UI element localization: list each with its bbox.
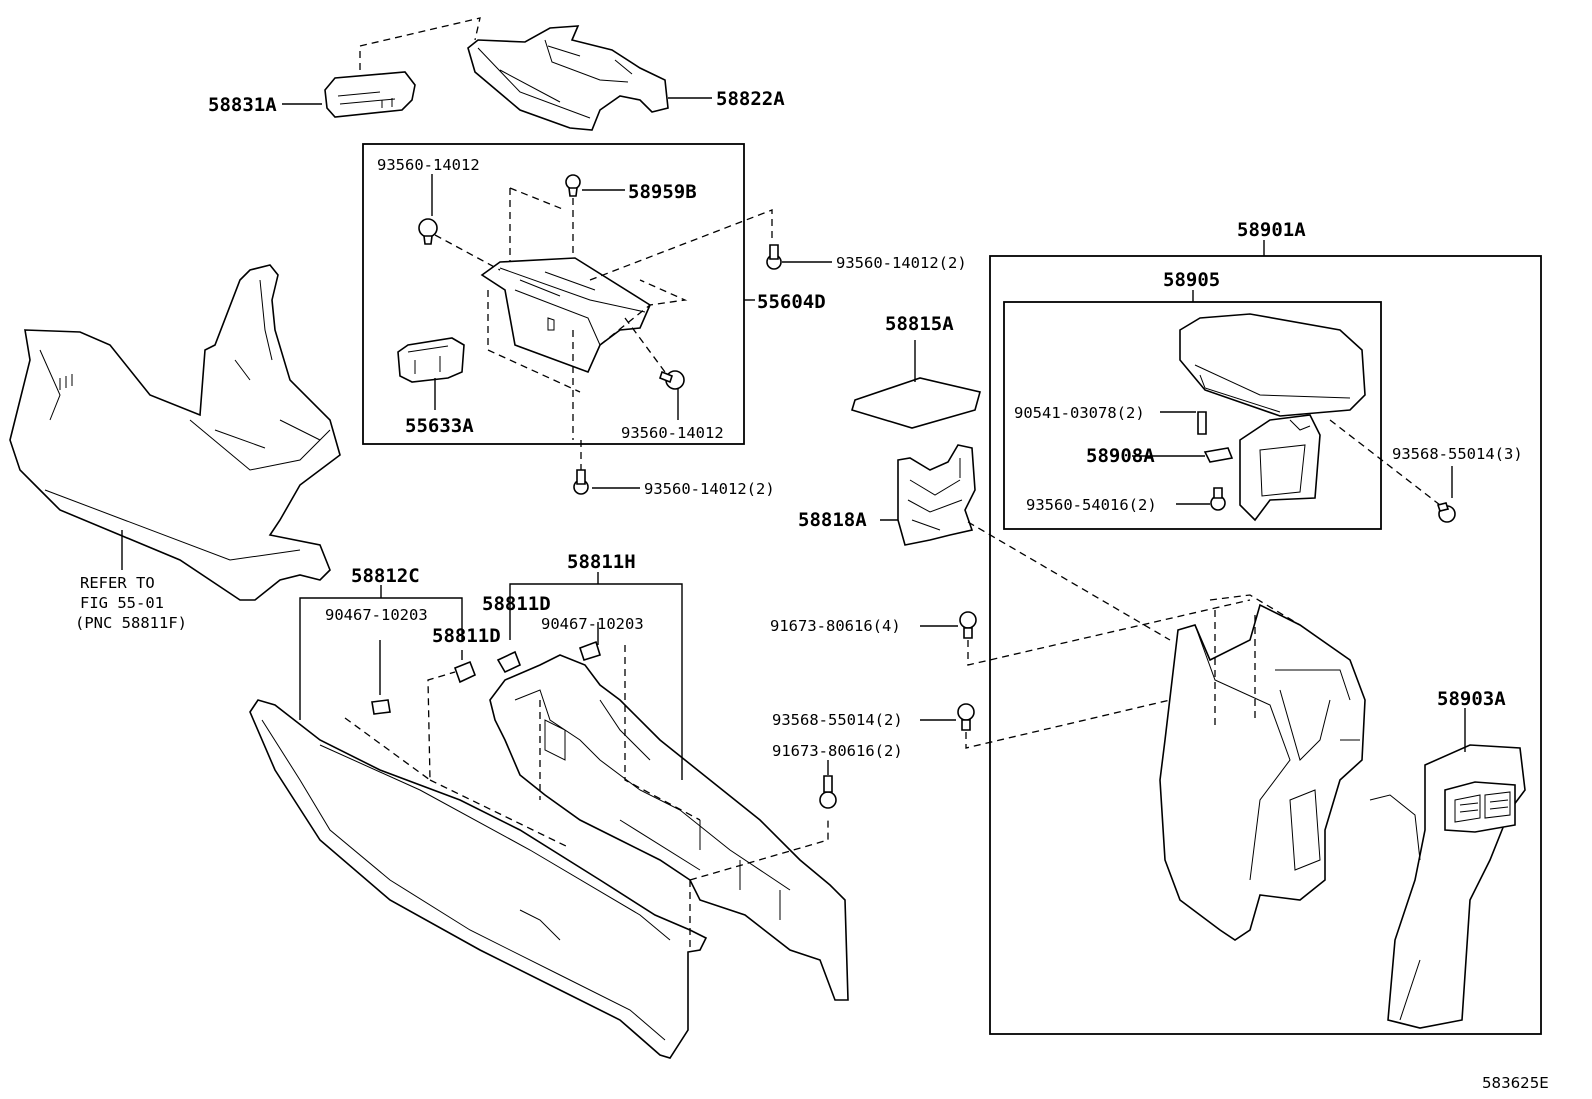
label-58815a: 58815A [885, 313, 954, 335]
label-90467-10203-left: 90467-10203 [325, 606, 428, 624]
label-55633a: 55633A [405, 415, 474, 437]
screw-icon [766, 244, 782, 270]
screw-icon [1436, 502, 1456, 523]
label-refer-pnc: (PNC 58811F) [75, 614, 187, 632]
label-58811d-left: 58811D [432, 625, 501, 647]
label-93560-14012-2-right: 93560-14012(2) [836, 254, 967, 272]
label-refer-fig: FIG 55-01 [80, 594, 164, 612]
label-58905: 58905 [1163, 269, 1220, 291]
part-58905-shape [1179, 313, 1366, 522]
label-58812c: 58812C [351, 565, 420, 587]
part-58822a-shape [467, 25, 669, 131]
part-58903a-shape [1369, 744, 1526, 1029]
screw-icon [418, 174, 685, 390]
label-91673-80616-4: 91673-80616(4) [770, 617, 901, 635]
part-refer-panel-shape [9, 264, 341, 601]
part-55604d-shape [480, 257, 652, 374]
label-93560-14012-box: 93560-14012 [621, 424, 724, 442]
label-93560-14012-2-bottom: 93560-14012(2) [644, 480, 775, 498]
label-58908a: 58908A [1086, 445, 1155, 467]
label-93560-14012-top: 93560-14012 [377, 156, 480, 174]
part-58811h-shape [489, 654, 849, 1001]
label-91673-80616-2: 91673-80616(2) [772, 742, 903, 760]
label-90541-03078-2: 90541-03078(2) [1014, 404, 1145, 422]
part-58815a-shape [851, 377, 981, 429]
screw-icon [957, 611, 977, 731]
label-93560-54016-2: 93560-54016(2) [1026, 496, 1157, 514]
label-58818a: 58818A [798, 509, 867, 531]
screw-icon [819, 775, 837, 809]
part-58818a-shape [897, 444, 976, 546]
label-refer-to: REFER TO [80, 574, 155, 592]
part-58901a-shape [1159, 603, 1366, 941]
label-58811h: 58811H [567, 551, 636, 573]
label-93568-55014-2: 93568-55014(2) [772, 711, 903, 729]
label-58901a: 58901A [1237, 219, 1306, 241]
screw-icon [573, 469, 589, 495]
label-58959b: 58959B [628, 181, 697, 203]
screw-icon [1197, 411, 1226, 511]
box-55604d [362, 143, 745, 445]
label-93568-55014-3: 93568-55014(3) [1392, 445, 1523, 463]
part-58812c-shape [249, 699, 708, 1059]
part-55633a-shape [397, 337, 465, 383]
label-58822a: 58822A [716, 88, 785, 110]
image-code: 583625E [1482, 1074, 1549, 1092]
label-58811d-right: 58811D [482, 593, 551, 615]
label-90467-10203-right: 90467-10203 [541, 615, 644, 633]
label-58903a: 58903A [1437, 688, 1506, 710]
part-58831a-shape [324, 71, 416, 118]
box-58901a [989, 255, 1542, 1035]
label-58831a: 58831A [208, 94, 277, 116]
clip-icon [371, 640, 601, 715]
label-55604d: 55604D [757, 291, 826, 313]
clip-icon [1203, 447, 1234, 463]
